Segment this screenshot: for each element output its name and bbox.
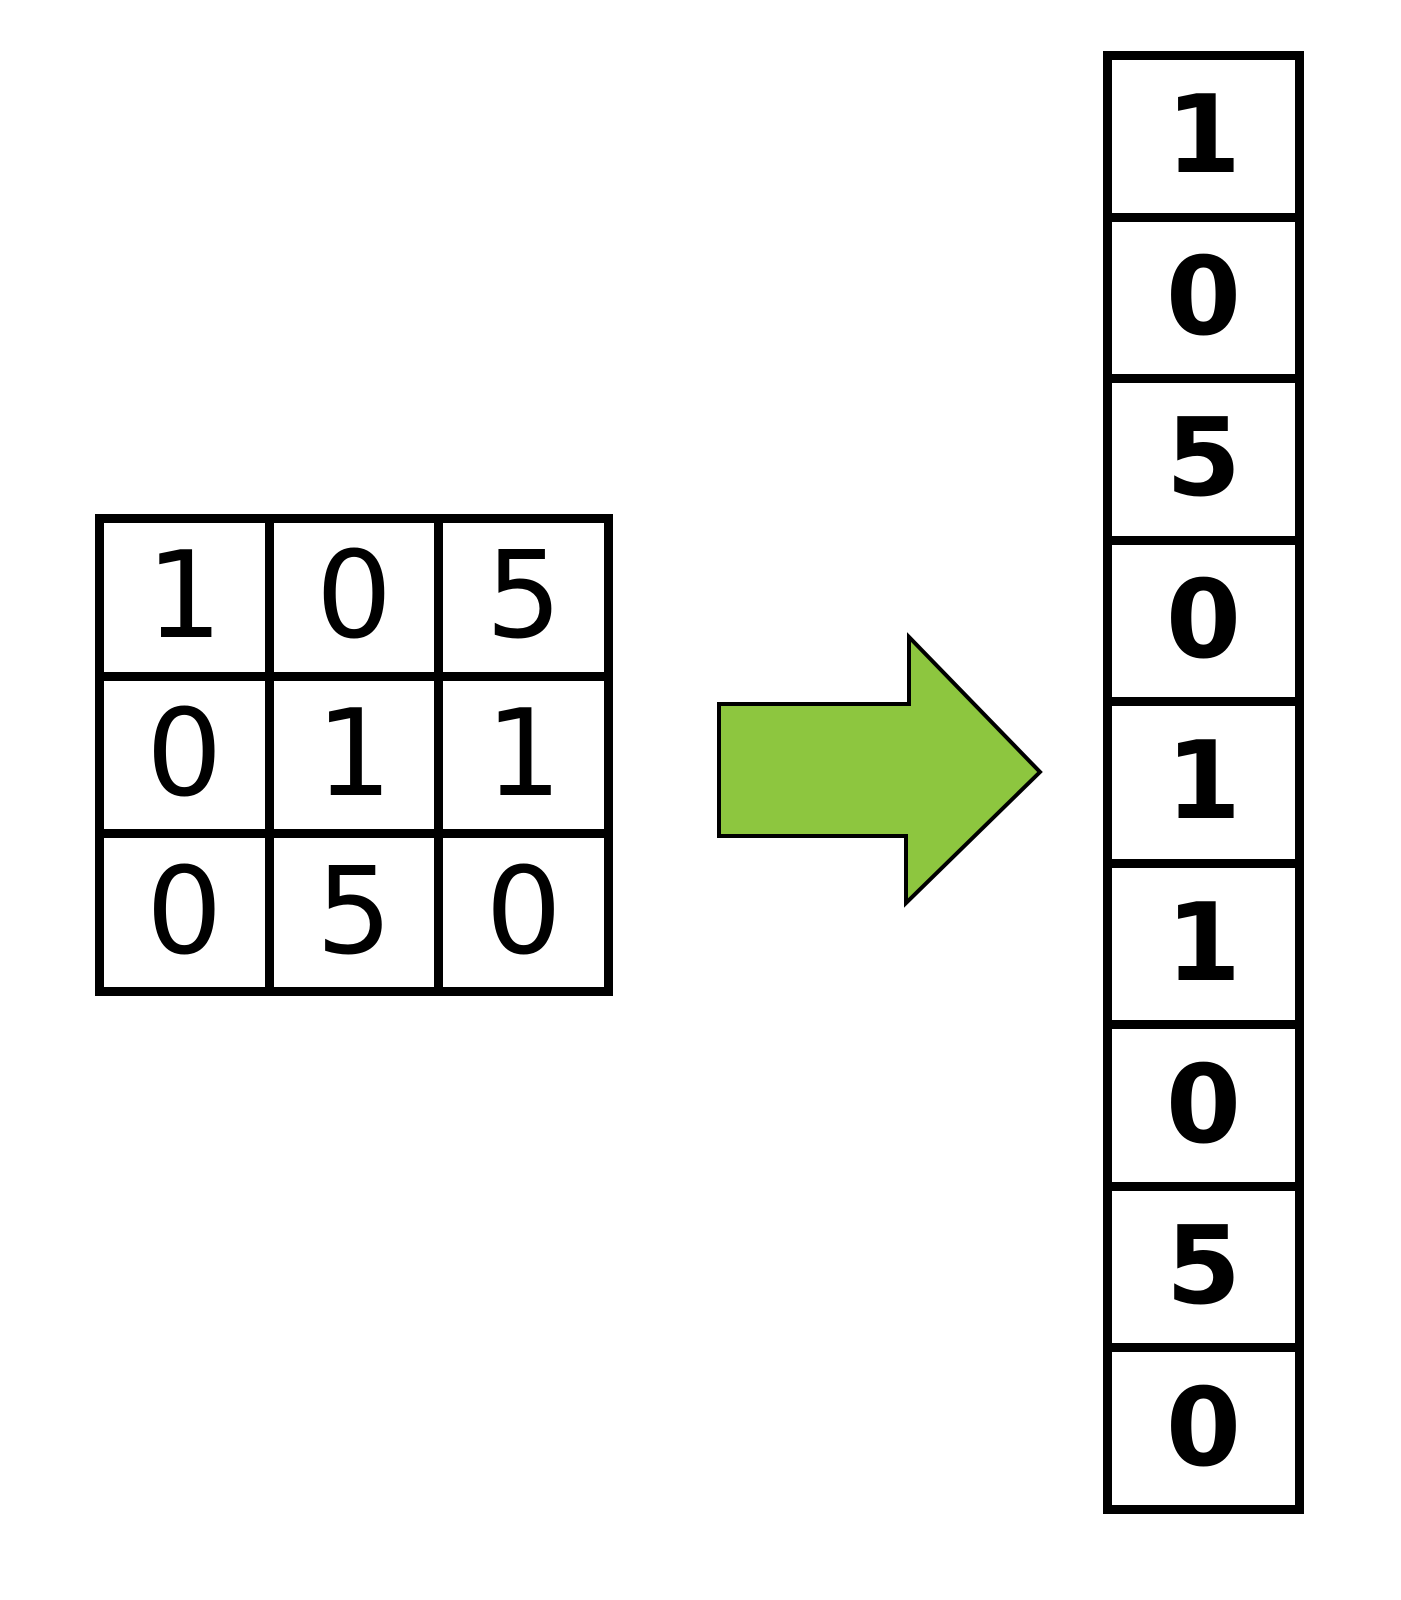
input-matrix: 1 0 5 0 1 1 0 5 0 [95, 514, 613, 996]
matrix-cell-r2-c2: 1 [273, 680, 435, 830]
matrix-cell-r3-c3: 0 [443, 838, 604, 987]
vector-cell-1: 1 [1112, 60, 1295, 213]
vector-cell-2: 0 [1112, 221, 1295, 375]
matrix-cell-r1-c1: 1 [104, 523, 265, 672]
vector-cell-7: 0 [1112, 1029, 1295, 1182]
vector-cell-4: 0 [1112, 544, 1295, 698]
vector-cell-6: 1 [1112, 867, 1295, 1021]
matrix-cell-r2-c1: 0 [104, 680, 265, 830]
right-arrow-icon [717, 632, 1043, 908]
vector-cell-9: 0 [1112, 1352, 1295, 1505]
arrow-shape [717, 632, 1043, 908]
matrix-cell-r1-c3: 5 [443, 523, 604, 672]
vector-cell-3: 5 [1112, 383, 1295, 536]
matrix-cell-r1-c2: 0 [273, 523, 435, 672]
flattened-vector: 1 0 5 0 1 1 0 5 0 [1103, 51, 1304, 1514]
matrix-cell-r3-c1: 0 [104, 838, 265, 987]
matrix-cell-r3-c2: 5 [273, 838, 435, 987]
vector-cell-5: 1 [1112, 706, 1295, 859]
vector-cell-8: 5 [1112, 1190, 1295, 1344]
matrix-cell-r2-c3: 1 [443, 680, 604, 830]
